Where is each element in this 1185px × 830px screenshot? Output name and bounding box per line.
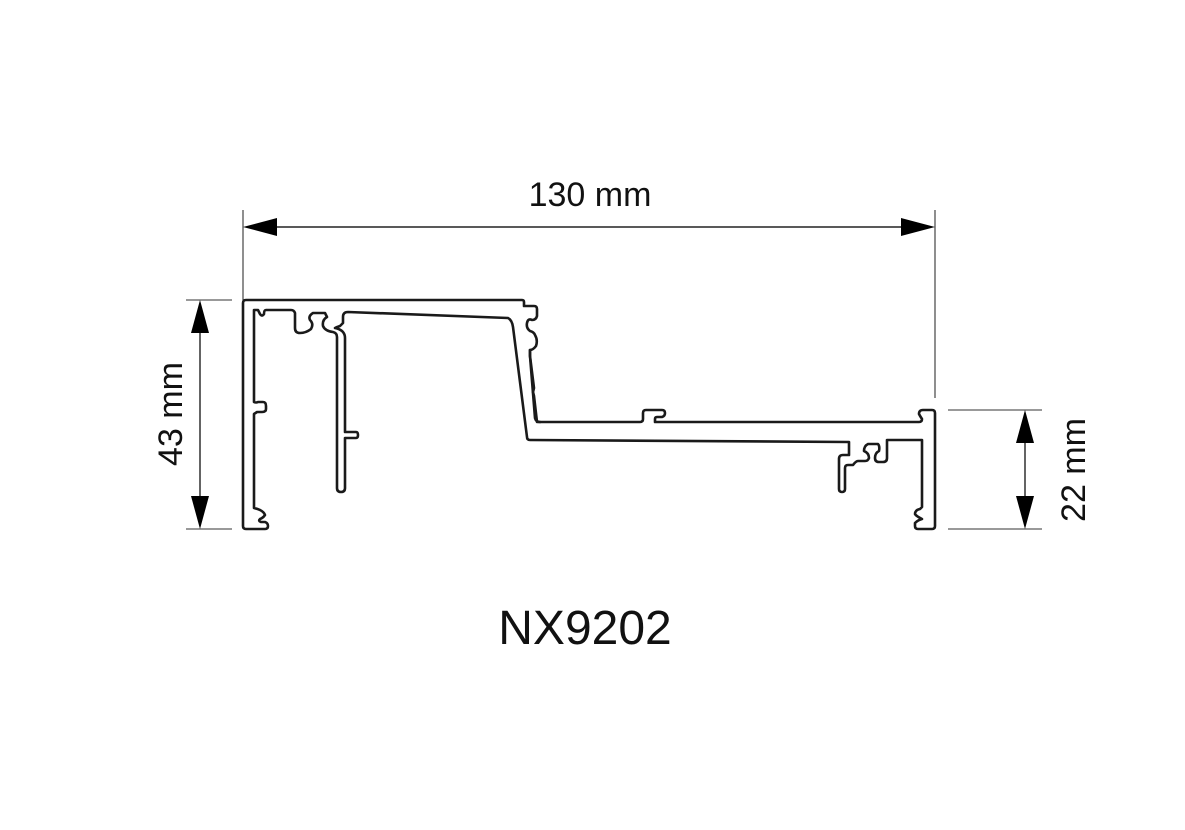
profile-outer-contour xyxy=(241,298,937,531)
right-height-label: 22 mm xyxy=(1055,418,1093,522)
width-dimension: 130 mm xyxy=(242,176,936,398)
arrow-up-icon xyxy=(191,300,209,333)
profile-section xyxy=(241,298,937,531)
width-label: 130 mm xyxy=(529,176,652,214)
arrow-right-icon xyxy=(901,218,935,236)
left-height-label: 43 mm xyxy=(152,362,190,466)
part-number-title: NX9202 xyxy=(498,602,671,655)
arrow-down-icon xyxy=(1016,496,1034,529)
arrow-up-icon xyxy=(1016,410,1034,443)
arrow-left-icon xyxy=(243,218,277,236)
right-height-dimension: 22 mm xyxy=(948,409,1093,530)
left-height-dimension: 43 mm xyxy=(152,299,232,530)
arrow-down-icon xyxy=(191,496,209,529)
profile-inner-web xyxy=(528,348,542,424)
